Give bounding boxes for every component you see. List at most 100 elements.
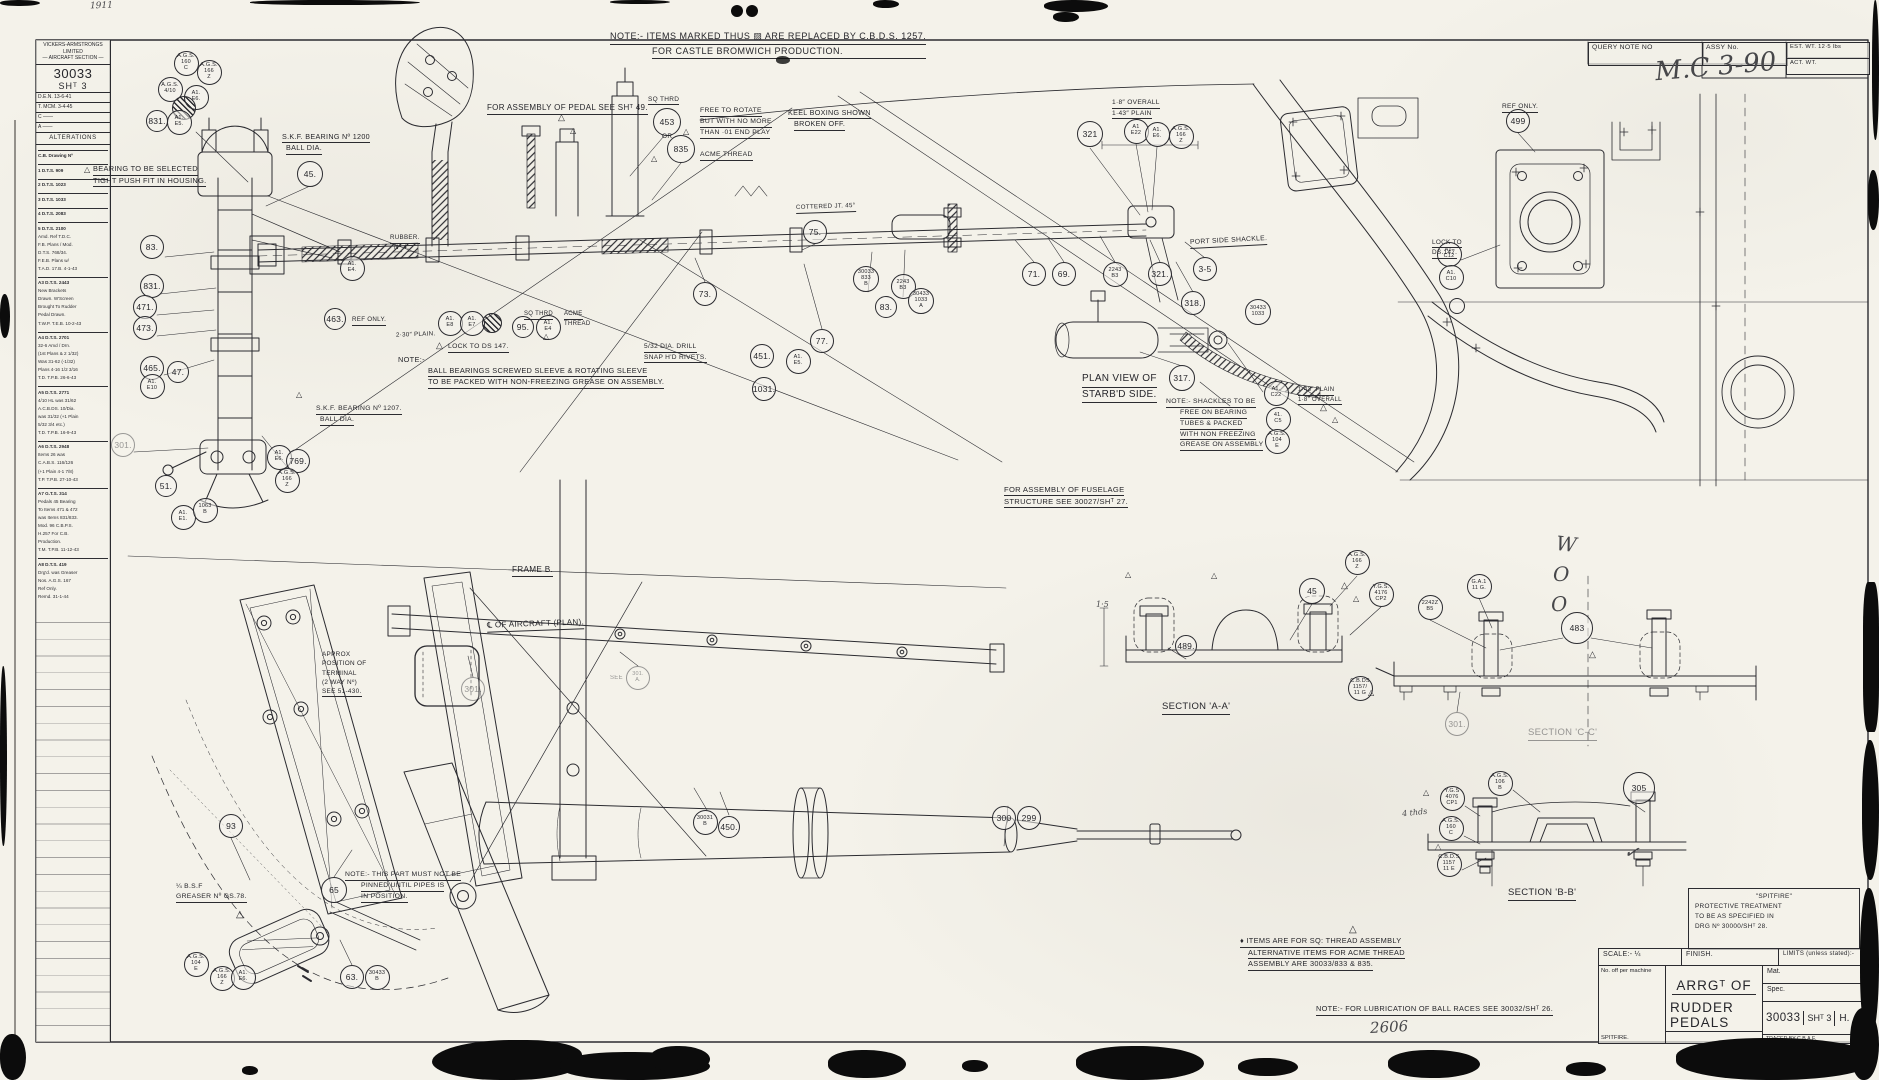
- note-plain-230: 2·30″ PLAIN.: [395, 330, 436, 339]
- scan-artifact: [828, 1050, 906, 1078]
- part-callout: 301.: [461, 677, 485, 701]
- scale-label: SCALE:- ¼: [1599, 949, 1682, 965]
- scan-artifact: [0, 1034, 26, 1080]
- part-callout: 317.: [1169, 365, 1195, 391]
- part-callout: 45: [1299, 578, 1325, 604]
- caution-triangle: △: [1435, 842, 1442, 851]
- caution-triangle: △: [1368, 688, 1375, 697]
- caution-triangle: △: [651, 154, 658, 163]
- note-ref-only-463: REF ONLY.: [352, 316, 387, 326]
- scan-artifact: [1053, 12, 1079, 22]
- part-callout: 73.: [693, 282, 717, 306]
- note-or: OR: [662, 133, 673, 140]
- scan-artifact: [1076, 1046, 1204, 1080]
- note-ball-bearings: NOTE:-BALL BEARINGS SCREWED SLEEVE & ROT…: [398, 355, 665, 390]
- castle-bromwich-note: NOTE:- ITEMS MARKED THUS ▨ ARE REPLACED …: [610, 30, 927, 59]
- part-callout: 300: [992, 806, 1016, 830]
- handwritten-mark: 1911: [89, 0, 114, 12]
- caution-triangle: △: [236, 909, 244, 920]
- note-line-1: NOTE:- ITEMS MARKED THUS ▨ ARE REPLACED …: [610, 30, 927, 45]
- scan-artifact: [1676, 1038, 1876, 1080]
- note-lock-ds147: LOCK TO DS 147.: [448, 342, 509, 353]
- caution-triangle: △: [296, 390, 303, 399]
- scan-artifact: [650, 1046, 710, 1072]
- sheet-number: SHᵀ 3: [58, 80, 88, 91]
- note-cottered-jt: COTTERED JT. 45°: [795, 201, 856, 215]
- part-callout: 499: [1506, 109, 1530, 133]
- act-wt-box: ACT. WT.: [1786, 58, 1870, 75]
- title-line-2: RUDDER PEDALS: [1666, 1000, 1762, 1032]
- title-line-1: ARRGᵀ OF: [1672, 978, 1756, 995]
- caution-triangle: △: [543, 332, 550, 341]
- caution-triangle: △: [84, 165, 91, 174]
- finish-label: FINISH.: [1682, 949, 1779, 965]
- part-callout: 321: [1077, 121, 1103, 147]
- note-section-bb: SECTION 'B-B': [1508, 886, 1577, 901]
- scan-artifact: [1388, 1050, 1480, 1078]
- note-frame-b: FRAME B.: [512, 564, 554, 577]
- caution-triangle: △: [683, 127, 690, 136]
- scan-artifact: [0, 666, 7, 846]
- scan-artifact: [1863, 582, 1879, 732]
- title-block: SCALE:- ¼ FINISH. LIMITS (unless stated)…: [1598, 948, 1870, 1044]
- note-ref-only-499: REF ONLY.: [1502, 102, 1539, 113]
- part-callout: 69.: [1052, 262, 1076, 286]
- scan-artifact: [1862, 740, 1879, 880]
- part-callout: A1.E6.: [230, 964, 256, 990]
- part-callout: A1.E5.: [166, 109, 192, 135]
- scan-artifact: [0, 0, 40, 6]
- title-sheet-number: SHᵀ 3: [1803, 1011, 1834, 1025]
- part-callout: [1449, 298, 1465, 314]
- caution-triangle: △: [1125, 570, 1132, 579]
- part-callout: 75.: [803, 220, 827, 244]
- handwritten-mark: O: [1553, 562, 1570, 586]
- part-callout: 77.: [810, 329, 834, 353]
- scan-artifact: [250, 0, 420, 5]
- alterations-empty-rows: [36, 605, 110, 1042]
- scan-artifact: [1872, 0, 1879, 140]
- part-callout: 63.: [340, 965, 364, 989]
- caution-triangle: △: [1349, 924, 1357, 935]
- drawing-title: ARRGᵀ OF RUDDER PEDALS: [1666, 966, 1762, 1043]
- part-callout: 41.C5: [1265, 406, 1291, 432]
- note-section-aa: SECTION 'A-A': [1162, 700, 1231, 715]
- caution-triangle: △: [570, 126, 577, 135]
- part-callout: 3-5: [1193, 257, 1217, 281]
- scan-artifact: [242, 1066, 258, 1075]
- part-callout: 93: [219, 814, 243, 838]
- part-callout: 301.A.: [626, 666, 650, 690]
- handwritten-mark: 1·5: [1096, 600, 1109, 609]
- note-cl-aircraft: ℄ OF AIRCRAFT (PLAN).: [486, 616, 585, 633]
- caution-triangle: △: [1211, 571, 1218, 580]
- act-wt-label: ACT. WT.: [1790, 60, 1817, 66]
- part-callout: 831.: [146, 110, 168, 132]
- scan-artifact: [1238, 1058, 1298, 1076]
- part-callout: 301.: [1445, 712, 1469, 736]
- note-line-2: FOR CASTLE BROMWICH PRODUCTION.: [652, 45, 927, 59]
